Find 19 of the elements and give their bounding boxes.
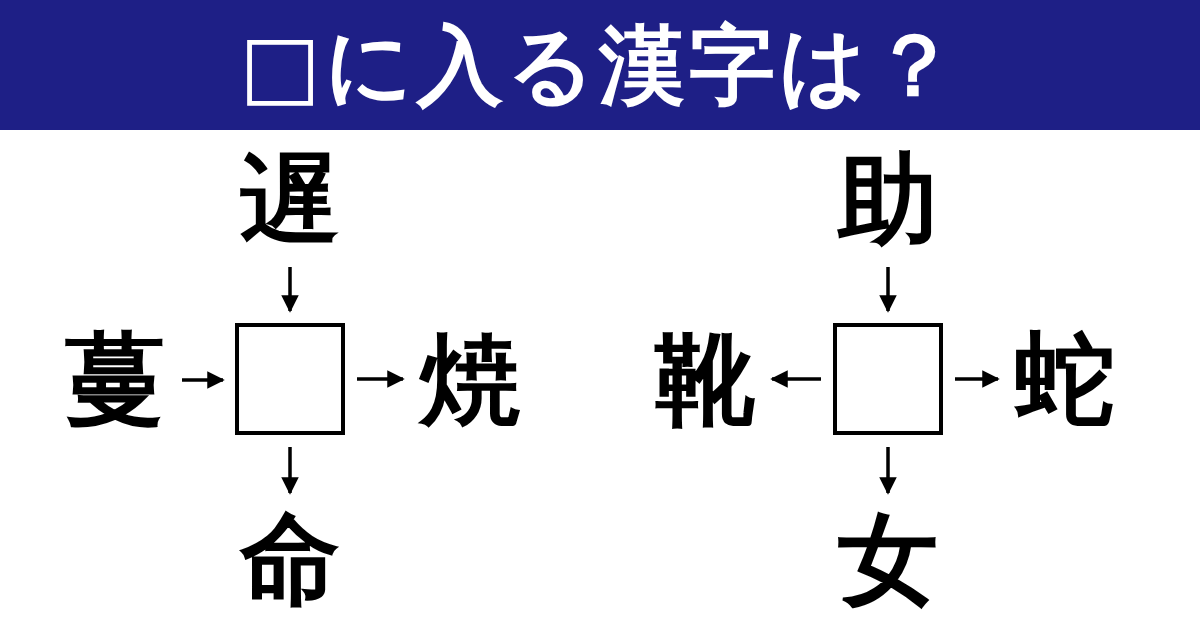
title: □に入る漢字は？ [239, 22, 961, 108]
arrow [182, 371, 225, 389]
arrow [955, 370, 1000, 388]
arrow [879, 267, 897, 313]
kanji-character: 靴 [650, 325, 760, 435]
blank-square [235, 323, 345, 435]
kanji-character: 遅 [235, 145, 345, 255]
kanji-character: 蔓 [60, 325, 170, 435]
arrow [281, 267, 299, 313]
arrow [357, 370, 405, 388]
kanji-character: 蛇 [1010, 325, 1120, 435]
arrow [879, 447, 897, 495]
blank-square [833, 323, 943, 435]
arrow [770, 370, 821, 388]
kanji-character: 焼 [415, 325, 525, 435]
kanji-character: 助 [833, 145, 943, 255]
kanji-character: 命 [235, 505, 345, 615]
arrow [281, 447, 299, 495]
kanji-character: 女 [833, 505, 943, 615]
